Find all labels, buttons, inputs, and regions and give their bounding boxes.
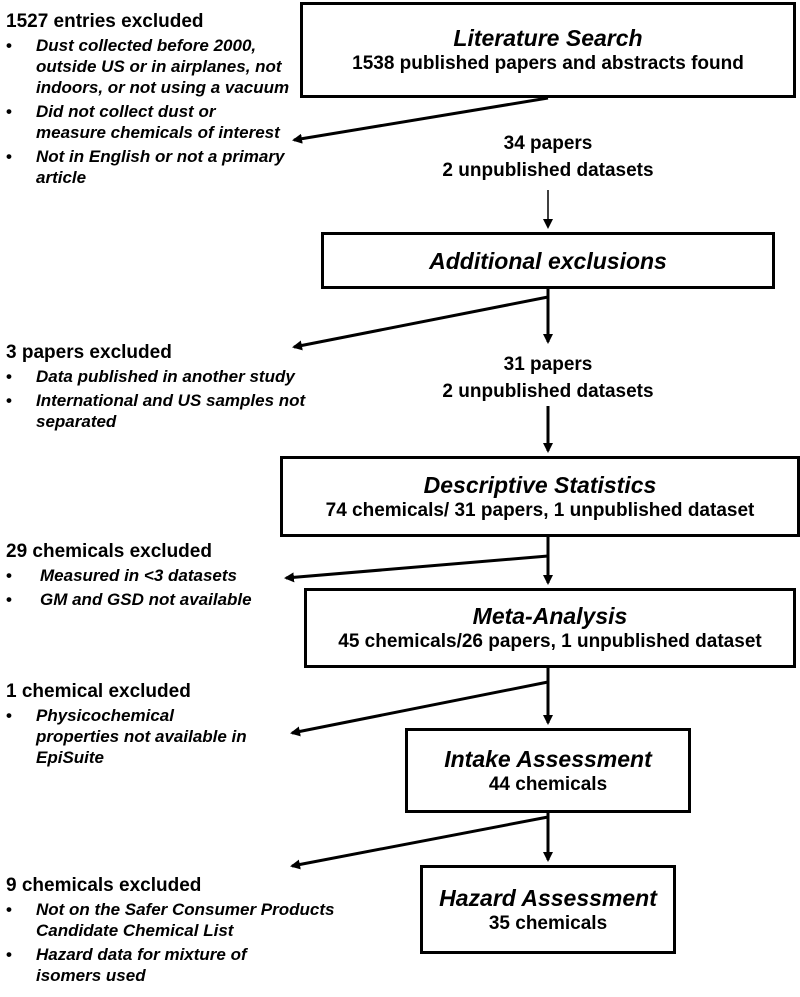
arrow-to-exclusion-4 — [290, 680, 549, 737]
exclusion-item-text: GM and GSD not available — [40, 590, 252, 609]
bullet-icon: • — [6, 945, 12, 964]
bullet-icon: • — [6, 391, 12, 410]
exclusion-item: • International and US samples not separa… — [6, 390, 306, 432]
exclusion-item: • Measured in <3 datasets — [6, 565, 296, 586]
exclusion-item-text: International and US samples not separat… — [36, 391, 306, 431]
box-descriptive-statistics-title: Descriptive Statistics — [423, 471, 657, 498]
box-intake-assessment-title: Intake Assessment — [444, 745, 652, 772]
box-intake-assessment: Intake Assessment 44 chemicals — [405, 728, 691, 813]
box-descriptive-statistics: Descriptive Statistics 74 chemicals/ 31 … — [280, 456, 800, 537]
arrow-to-exclusion-3 — [284, 554, 549, 583]
exclusion-item: • Dust collected before 2000, outside US … — [6, 35, 290, 98]
box-literature-search-title: Literature Search — [453, 25, 643, 51]
bullet-icon: • — [6, 147, 12, 166]
exclusion-item: • Hazard data for mixture of isomers used — [6, 944, 296, 986]
exclusion-5: 9 chemicals excluded • Not on the Safer C… — [6, 874, 346, 989]
box-literature-search: Literature Search 1538 published papers … — [300, 2, 796, 98]
exclusion-item: • Not in English or not a primary article — [6, 146, 290, 188]
exclusion-5-heading: 9 chemicals excluded — [6, 875, 202, 896]
counts-after-search: 34 papers 2 unpublished datasets — [398, 130, 698, 184]
exclusion-2-heading: 3 papers excluded — [6, 342, 172, 363]
exclusion-3-heading: 29 chemicals excluded — [6, 541, 212, 562]
counts-after-exclusions-papers: 31 papers — [503, 354, 593, 375]
exclusion-item-text: Dust collected before 2000, outside US o… — [36, 36, 290, 97]
exclusion-4-heading: 1 chemical excluded — [6, 681, 191, 702]
exclusion-2: 3 papers excluded • Data published in ano… — [6, 341, 306, 435]
exclusion-item-text: Physicochemical properties not available… — [36, 706, 247, 767]
exclusion-item: • Data published in another study — [6, 366, 306, 387]
box-intake-assessment-subtitle: 44 chemicals — [488, 773, 608, 795]
exclusion-4: 1 chemical excluded • Physicochemical pro… — [6, 680, 286, 771]
exclusion-5-list: • Not on the Safer Consumer Products Cand… — [6, 899, 346, 986]
box-hazard-assessment-subtitle: 35 chemicals — [488, 912, 608, 934]
box-hazard-assessment: Hazard Assessment 35 chemicals — [420, 865, 676, 954]
arrow-to-exclusion-2 — [292, 295, 549, 351]
exclusion-item: • Did not collect dust or measure chemica… — [6, 101, 290, 143]
counts-after-exclusions: 31 papers 2 unpublished datasets — [398, 351, 698, 405]
bullet-icon: • — [6, 900, 12, 919]
exclusion-item-text: Not on the Safer Consumer Products Candi… — [36, 900, 335, 940]
arrow-to-exclusion-5 — [290, 815, 549, 870]
bullet-icon: • — [6, 367, 12, 386]
exclusion-item: • Physicochemical properties not availabl… — [6, 705, 261, 768]
arrow-to-exclusion-1 — [292, 96, 549, 144]
bullet-icon: • — [6, 36, 12, 55]
exclusion-item: • GM and GSD not available — [6, 589, 296, 610]
exclusion-1-list: • Dust collected before 2000, outside US … — [6, 35, 290, 188]
counts-after-search-papers: 34 papers — [503, 133, 593, 154]
counts-after-search-datasets: 2 unpublished datasets — [442, 160, 654, 181]
exclusion-item-text: Data published in another study — [36, 367, 295, 386]
exclusion-item-text: Not in English or not a primary article — [36, 147, 285, 187]
counts-after-exclusions-datasets: 2 unpublished datasets — [442, 381, 654, 402]
box-meta-analysis: Meta-Analysis 45 chemicals/26 papers, 1 … — [304, 588, 796, 668]
exclusion-item-text: Did not collect dust or measure chemical… — [36, 102, 280, 142]
bullet-icon: • — [6, 566, 12, 585]
exclusion-item: • Not on the Safer Consumer Products Cand… — [6, 899, 346, 941]
bullet-icon: • — [6, 102, 12, 121]
exclusion-1-heading: 1527 entries excluded — [6, 11, 204, 32]
bullet-icon: • — [6, 590, 12, 609]
exclusion-3: 29 chemicals excluded • Measured in <3 da… — [6, 540, 296, 613]
exclusion-2-list: • Data published in another study • Intern… — [6, 366, 306, 432]
box-descriptive-statistics-subtitle: 74 chemicals/ 31 papers, 1 unpublished d… — [325, 499, 755, 521]
bullet-icon: • — [6, 706, 12, 725]
box-additional-exclusions-title: Additional exclusions — [429, 247, 667, 274]
box-meta-analysis-subtitle: 45 chemicals/26 papers, 1 unpublished da… — [338, 631, 762, 652]
box-meta-analysis-title: Meta-Analysis — [472, 603, 628, 629]
exclusion-4-list: • Physicochemical properties not availabl… — [6, 705, 286, 768]
exclusion-item-text: Measured in <3 datasets — [40, 566, 238, 585]
box-hazard-assessment-title: Hazard Assessment — [439, 884, 657, 911]
box-literature-search-subtitle: 1538 published papers and abstracts foun… — [352, 53, 744, 74]
box-additional-exclusions: Additional exclusions — [321, 232, 775, 289]
exclusion-1: 1527 entries excluded • Dust collected be… — [6, 10, 290, 191]
exclusion-3-list: • Measured in <3 datasets • GM and GSD not… — [6, 565, 296, 610]
exclusion-item-text: Hazard data for mixture of isomers used — [36, 945, 247, 985]
